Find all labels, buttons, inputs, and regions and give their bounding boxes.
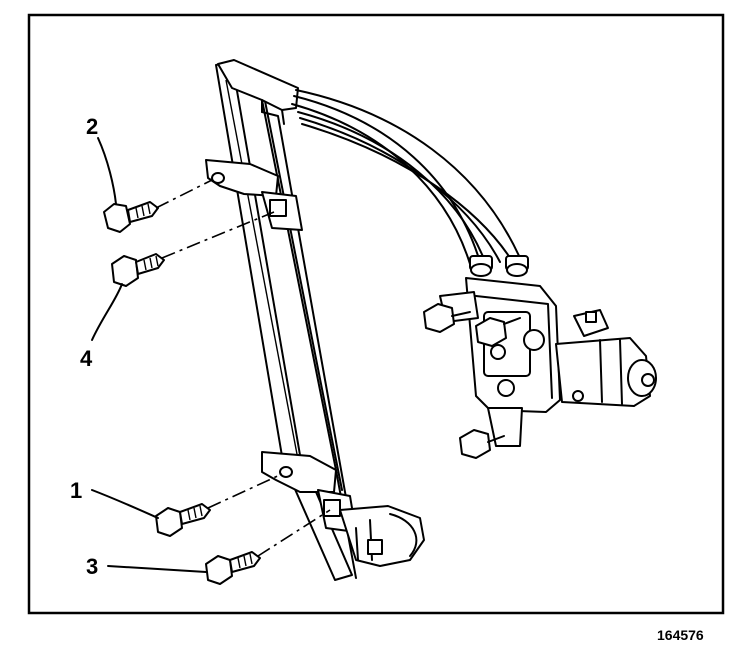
bolt-1 [155,503,211,537]
upper-mounting-bracket [205,159,303,231]
window-motor-assembly [439,255,657,447]
figure-id: 164576 [657,627,704,643]
upper-bracket-slot [269,199,287,217]
callout-3: 3 [86,554,98,579]
leader-4 [91,283,123,341]
lower-bracket-hole [279,466,293,478]
upper-bracket-hole [211,172,225,184]
lower-mounting-bracket [261,451,425,567]
callout-1: 1 [70,478,82,503]
callout-2: 2 [86,114,98,139]
bolt-4 [111,253,165,287]
cable-guide-tubes [291,89,521,265]
bolt-2 [103,201,159,233]
callout-4: 4 [80,346,93,371]
motor-bolt-center [475,317,521,347]
leader-3 [107,565,207,573]
bolt-3 [205,551,261,585]
leader-2 [97,137,117,205]
alignment-lines [155,179,331,557]
leader-lines [91,137,207,573]
leader-1 [91,489,159,519]
motor-bolt-lower [459,429,505,459]
motor-bolt-upper-left [423,303,471,333]
lower-bracket-slot [323,499,341,517]
